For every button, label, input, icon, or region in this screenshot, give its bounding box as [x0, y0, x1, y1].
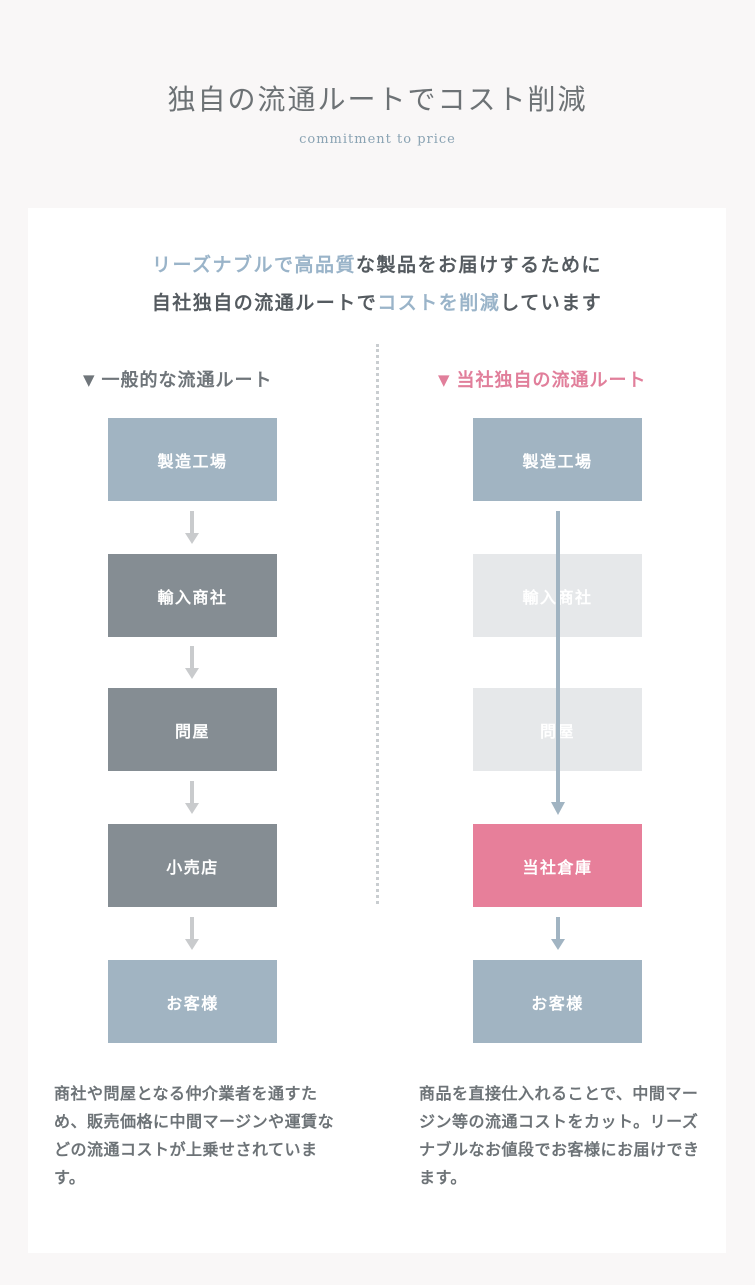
left-step-customer: お客様 [108, 960, 277, 1043]
left-step-wholesaler: 問屋 [108, 688, 277, 771]
right-column-heading: ▼ 当社独自の流通ルート [438, 366, 647, 392]
lead-text: リーズナブルで高品質な製品をお届けするために 自社独自の流通ルートでコストを削減… [28, 246, 726, 322]
lead-line-1: リーズナブルで高品質な製品をお届けするために [28, 246, 726, 284]
lead-line-2-end: しています [500, 292, 603, 314]
lead-highlight-cost: コストを削減 [377, 292, 501, 314]
right-step-factory: 製造工場 [473, 418, 642, 501]
left-step-importer: 輸入商社 [108, 554, 277, 637]
arrow-down-icon [551, 917, 565, 950]
right-note: 商品を直接仕入れることで、中間マージン等の流通コストをカット。リーズナブルなお値… [419, 1084, 700, 1187]
left-heading-text: 一般的な流通ルート [101, 370, 273, 391]
triangle-down-icon: ▼ [83, 371, 96, 389]
arrow-down-icon [185, 781, 199, 814]
lead-line-2: 自社独自の流通ルートでコストを削減しています [28, 284, 726, 322]
left-step-retailer: 小売店 [108, 824, 277, 907]
section-subtitle: commitment to price [299, 132, 456, 147]
left-step-factory: 製造工場 [108, 418, 277, 501]
content-card: リーズナブルで高品質な製品をお届けするために 自社独自の流通ルートでコストを削減… [28, 208, 726, 1253]
right-step-customer: お客様 [473, 960, 642, 1043]
left-note: 商社や問屋となる仲介業者を通すため、販売価格に中間マージンや運賃などの流通コスト… [54, 1084, 335, 1187]
arrow-down-icon [185, 917, 199, 950]
lead-line-2-start: 自社独自の流通ルートで [151, 292, 378, 314]
column-divider [376, 344, 379, 904]
arrow-down-icon [185, 646, 199, 679]
triangle-down-icon: ▼ [438, 371, 451, 389]
left-column-heading: ▼ 一般的な流通ルート [83, 366, 273, 392]
section-title: 独自の流通ルートでコスト削減 [167, 83, 588, 116]
lead-highlight-quality: リーズナブルで高品質 [151, 254, 357, 276]
long-arrow-down-icon [551, 511, 565, 815]
right-step-warehouse: 当社倉庫 [473, 824, 642, 907]
lead-line-1-rest: な製品をお届けするために [356, 254, 603, 276]
arrow-down-icon [185, 511, 199, 544]
right-heading-text: 当社独自の流通ルート [456, 370, 647, 391]
